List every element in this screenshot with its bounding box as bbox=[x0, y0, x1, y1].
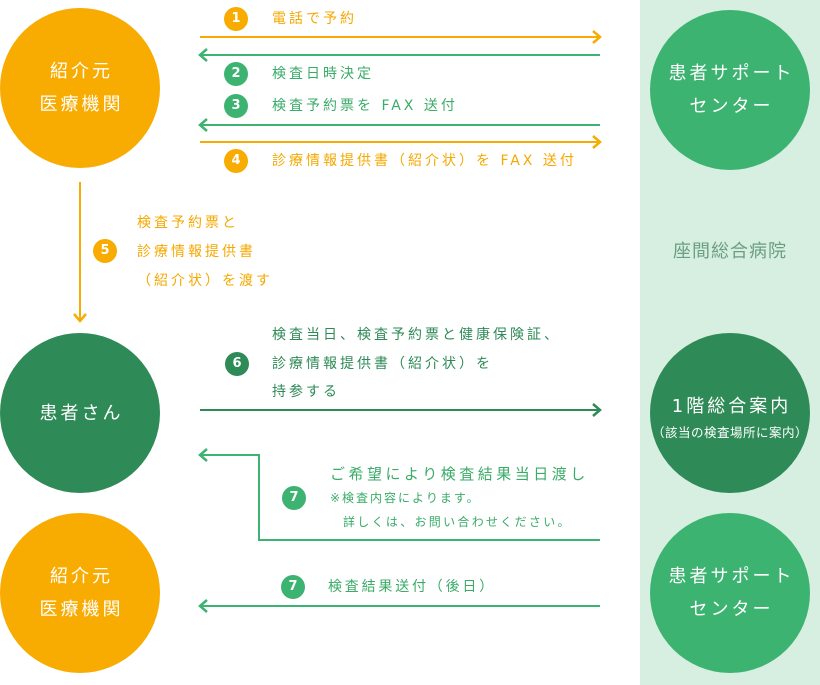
node-label-line: センター bbox=[689, 599, 774, 620]
node-label-line: センター bbox=[689, 96, 774, 117]
step-badge-4: 4 bbox=[224, 149, 248, 173]
arrowhead-left-icon bbox=[198, 599, 208, 613]
node-referring-clinic-top: 紹介元 医療機関 bbox=[0, 8, 160, 168]
step-7-same-day-text: ご希望により検査結果当日渡し bbox=[330, 465, 589, 483]
step-4-text: 診療情報提供書（紹介状）を FAX 送付 bbox=[272, 153, 577, 169]
arrow-step-4 bbox=[200, 135, 602, 149]
arrow-step-6 bbox=[200, 403, 602, 417]
arrow-step-7-later bbox=[198, 599, 600, 613]
step-7-note: 詳しくは、お問い合わせください。 bbox=[343, 515, 572, 529]
node-patient: 患者さん bbox=[0, 333, 160, 493]
node-reception-1f: 1階総合案内 （該当の検査場所に案内） bbox=[650, 333, 810, 493]
arrowhead-right-icon bbox=[592, 403, 602, 417]
arrowhead-left-icon bbox=[198, 48, 208, 62]
step-5-text: 検査予約票と 診療情報提供書 （紹介状）を渡す bbox=[137, 209, 273, 296]
step-badge-7-same-day: 7 bbox=[282, 486, 306, 510]
arrow-step-1 bbox=[200, 30, 602, 44]
step-7-note: ※検査内容によります。 bbox=[330, 491, 481, 505]
node-label-line: 医療機関 bbox=[39, 599, 124, 620]
arrowhead-right-icon bbox=[592, 30, 602, 44]
step-6-line: 検査当日、検査予約票と健康保険証、 bbox=[272, 327, 561, 343]
arrow-line bbox=[200, 454, 600, 541]
hospital-name: 座間総合病院 bbox=[673, 241, 787, 262]
step-badge-3: 3 bbox=[224, 94, 248, 118]
node-subtitle: （該当の検査場所に案内） bbox=[651, 425, 808, 440]
step-6-line: 診療情報提供書（紹介状）を bbox=[272, 355, 493, 372]
step-6-text: 検査当日、検査予約票と健康保険証、 診療情報提供書（紹介状）を 持参する bbox=[272, 321, 561, 407]
node-label-line: 紹介元 bbox=[50, 566, 113, 587]
arrow-step-3 bbox=[198, 118, 600, 132]
node-support-center-bottom: 患者サポート センター bbox=[650, 513, 810, 673]
step-badge-7-later: 7 bbox=[281, 575, 305, 599]
step-badge-2: 2 bbox=[224, 62, 248, 86]
step-3-text: 検査予約票を FAX 送付 bbox=[272, 98, 458, 114]
node-support-center-top: 患者サポート センター bbox=[650, 10, 810, 170]
step-5-line: 診療情報提供書 bbox=[137, 244, 256, 260]
step-5-line: 検査予約票と bbox=[137, 215, 239, 231]
arrow-step-5 bbox=[73, 182, 87, 323]
step-badge-5: 5 bbox=[93, 239, 117, 263]
arrow-step-2 bbox=[198, 48, 600, 62]
node-label-line: 紹介元 bbox=[50, 61, 113, 82]
node-title: 1階総合案内 bbox=[671, 396, 792, 417]
step-badge-6: 6 bbox=[225, 352, 249, 376]
arrowhead-down-icon bbox=[73, 313, 87, 323]
step-7-later-text: 検査結果送付（後日） bbox=[328, 579, 496, 595]
arrowhead-left-icon bbox=[198, 118, 208, 132]
step-1-text: 電話で予約 bbox=[272, 11, 357, 27]
step-5-line: （紹介状）を渡す bbox=[137, 273, 273, 289]
node-label-line: 患者サポート bbox=[668, 63, 795, 84]
node-label: 患者さん bbox=[39, 402, 124, 424]
arrow-step-7-same-day bbox=[198, 448, 600, 541]
node-label-line: 医療機関 bbox=[39, 94, 124, 115]
step-6-line: 持参する bbox=[272, 384, 340, 400]
arrowhead-right-icon bbox=[592, 135, 602, 149]
node-referring-clinic-bottom: 紹介元 医療機関 bbox=[0, 513, 160, 673]
arrowhead-left-icon bbox=[198, 448, 208, 462]
step-badge-1: 1 bbox=[224, 7, 248, 31]
step-2-text: 検査日時決定 bbox=[272, 66, 374, 82]
node-label-line: 患者サポート bbox=[668, 566, 795, 587]
